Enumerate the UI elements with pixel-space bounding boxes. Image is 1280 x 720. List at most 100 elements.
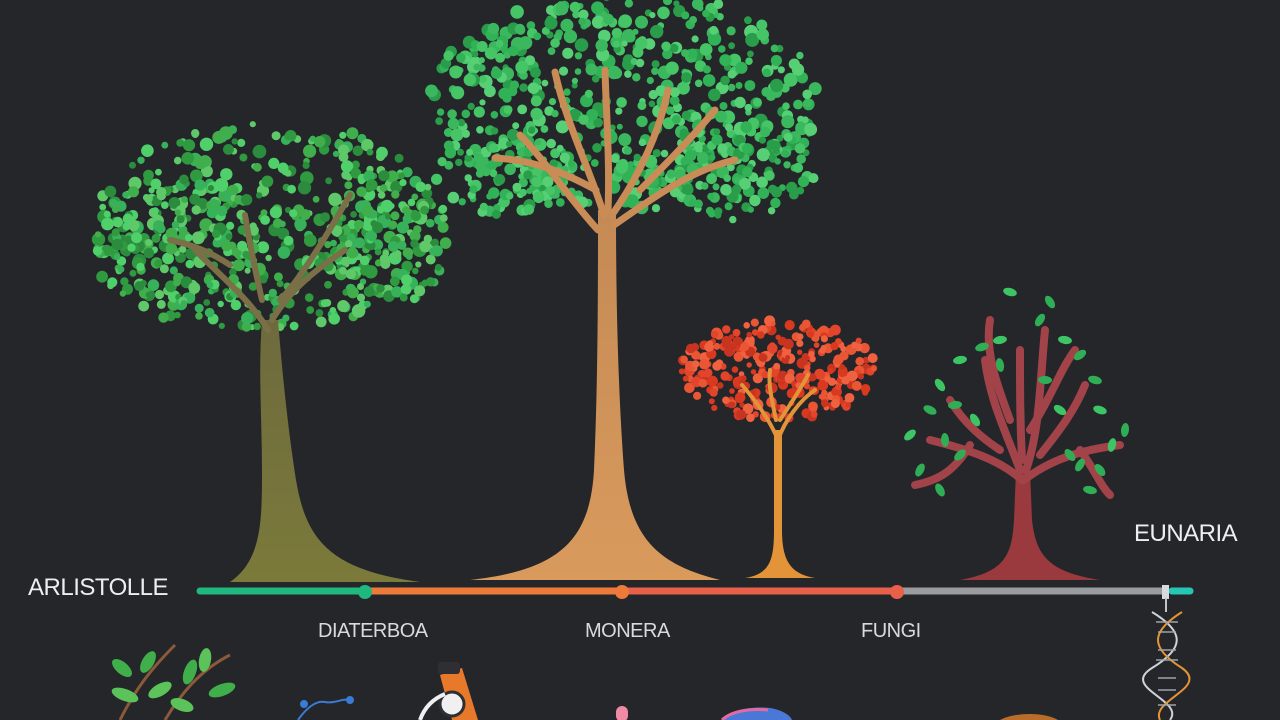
leaf xyxy=(1083,485,1097,495)
leaf-cluster xyxy=(443,50,454,61)
leaf-cluster xyxy=(137,156,145,164)
leaf-cluster xyxy=(156,299,166,309)
leaf-cluster xyxy=(621,40,628,47)
leaf-cluster xyxy=(757,331,765,339)
leaf-cluster xyxy=(312,195,320,203)
leaf-cluster xyxy=(775,334,781,340)
leaf-cluster xyxy=(401,274,413,286)
leaf-cluster xyxy=(217,300,224,308)
leaf xyxy=(948,400,962,410)
leaf-cluster xyxy=(398,172,405,180)
leaf-cluster xyxy=(392,249,402,259)
leaf-cluster xyxy=(457,118,466,127)
leaf-cluster xyxy=(147,279,160,291)
leaf-cluster xyxy=(731,366,739,373)
leaf-cluster xyxy=(752,97,762,107)
leaf-cluster xyxy=(808,82,822,96)
tree-3 xyxy=(678,315,878,578)
leaf-cluster xyxy=(713,342,721,350)
leaf-cluster xyxy=(782,149,790,158)
leaf-cluster xyxy=(706,173,717,185)
leaf-cluster xyxy=(181,152,194,165)
leaf-cluster xyxy=(372,222,384,234)
leaf-cluster xyxy=(717,143,728,154)
leaf-cluster xyxy=(792,162,804,173)
leaf-cluster xyxy=(337,300,350,312)
leaf-cluster xyxy=(524,55,536,66)
leaf-cluster xyxy=(756,176,768,189)
leaf-cluster xyxy=(345,268,356,280)
leaf-cluster xyxy=(713,0,724,9)
leaf-cluster xyxy=(555,120,569,134)
leaf-cluster xyxy=(216,205,228,217)
leaf-cluster xyxy=(457,148,464,156)
leaf-cluster xyxy=(651,204,661,213)
leaf-cluster xyxy=(489,169,498,178)
leaf-cluster xyxy=(817,379,829,391)
leaf-cluster xyxy=(684,382,695,394)
leaf-cluster xyxy=(722,396,730,404)
leaf-cluster xyxy=(255,192,263,199)
leaf-cluster xyxy=(241,312,254,325)
leaf-cluster xyxy=(734,176,741,184)
leaf-cluster xyxy=(512,122,520,130)
leaf-cluster xyxy=(809,356,816,363)
leaf-cluster xyxy=(709,388,718,397)
leaf-cluster xyxy=(611,27,623,39)
leaf-cluster xyxy=(464,174,472,182)
leaf-cluster xyxy=(169,266,178,275)
left-label: ARLISTOLLE xyxy=(28,574,168,601)
leaf-cluster xyxy=(578,17,586,26)
leaf-cluster xyxy=(490,67,502,79)
leaf-cluster xyxy=(716,382,724,389)
leaf-cluster xyxy=(558,66,569,76)
leaf-cluster xyxy=(735,409,747,420)
leaf-cluster xyxy=(478,75,487,83)
leaf-cluster xyxy=(846,370,858,382)
leaf-cluster xyxy=(389,276,400,287)
leaf-cluster xyxy=(651,67,659,75)
leaf-cluster xyxy=(332,150,340,157)
leaf-cluster xyxy=(302,161,310,169)
leaf-cluster xyxy=(365,179,378,192)
leaf-cluster xyxy=(265,254,272,262)
leaf-cluster xyxy=(191,129,200,138)
leaf-cluster xyxy=(176,215,185,224)
leaf-cluster xyxy=(818,325,829,336)
leaf-cluster xyxy=(632,73,641,82)
leaf-cluster xyxy=(505,140,513,148)
leaf-cluster xyxy=(351,160,360,169)
leaf-cluster xyxy=(665,106,675,115)
leaf-cluster xyxy=(461,129,470,138)
leaf xyxy=(969,413,981,427)
leaf-cluster xyxy=(799,323,807,330)
leaf-cluster xyxy=(152,207,159,215)
leaf-cluster xyxy=(693,199,703,209)
leaf-cluster xyxy=(595,39,608,52)
leaf-cluster xyxy=(578,9,589,20)
leaf-cluster xyxy=(797,349,803,355)
leaf-cluster xyxy=(691,350,701,360)
leaf-cluster xyxy=(744,103,753,112)
leaf-cluster xyxy=(572,10,580,19)
leaf-cluster xyxy=(719,54,732,67)
leaf-cluster xyxy=(148,187,155,194)
leaf-cluster xyxy=(253,322,261,331)
microscope-icon xyxy=(418,662,478,720)
leaf-cluster xyxy=(618,133,632,147)
leaf-cluster xyxy=(111,205,120,213)
leaf-cluster xyxy=(390,183,398,191)
leaf-cluster xyxy=(249,222,257,230)
leaf-cluster xyxy=(555,198,565,207)
leaf-cluster xyxy=(751,329,759,336)
leaf-cluster xyxy=(356,186,367,197)
leaf-cluster xyxy=(107,282,114,290)
leaf-cluster xyxy=(686,343,696,354)
leaf-cluster xyxy=(504,163,516,176)
tree-1-trunk xyxy=(230,320,420,582)
leaf-cluster xyxy=(749,194,761,207)
leaf-cluster xyxy=(484,85,496,98)
leaf-cluster xyxy=(503,105,513,114)
leaf xyxy=(1094,463,1106,477)
leaf-cluster xyxy=(649,12,656,19)
